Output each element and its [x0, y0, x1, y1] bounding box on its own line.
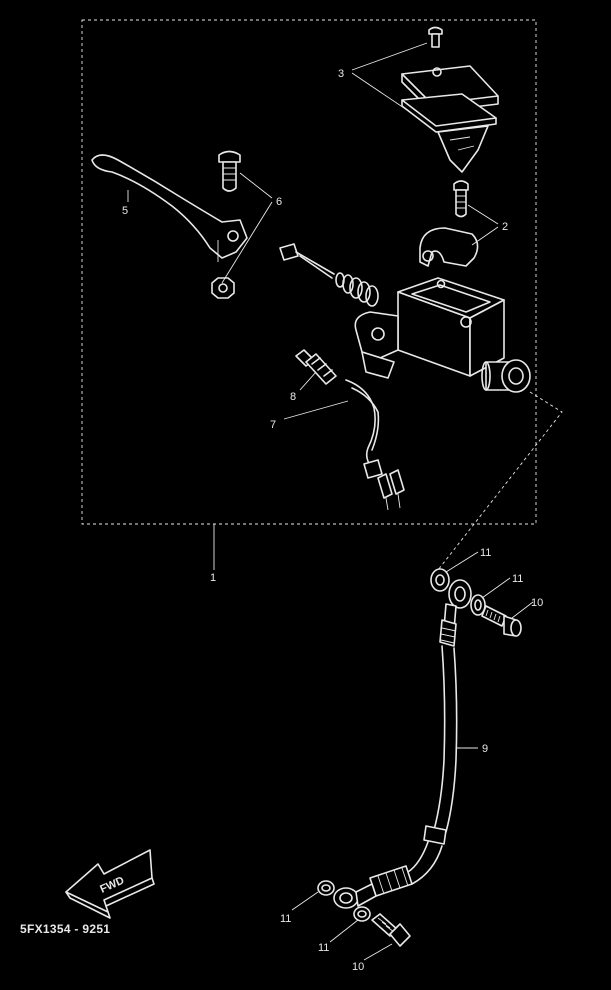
callout-11-upper-b: 11 [512, 573, 523, 585]
lower-union-bolt [371, 913, 411, 947]
callout-10-lower: 10 [352, 961, 364, 973]
pivot-bolt [218, 150, 241, 192]
callout-8: 8 [290, 391, 296, 403]
clamp-bolt [453, 180, 469, 218]
callout-11-lower-b: 11 [318, 942, 329, 954]
callout-7: 7 [270, 419, 276, 431]
upper-crush-washer-b [470, 594, 486, 616]
fwd-direction-arrow: FWD [65, 849, 155, 919]
pivot-nut [211, 277, 235, 299]
callout-1: 1 [210, 572, 216, 584]
master-cylinder-holder [419, 227, 479, 267]
switch-wire-lead [345, 379, 405, 511]
diagram-reference-code: 5FX1354 - 9251 [20, 922, 111, 936]
assembly-boundary-box [81, 19, 537, 525]
lower-banjo-fitting [333, 883, 377, 909]
reservoir-screw [428, 26, 443, 48]
callout-6: 6 [276, 196, 282, 208]
diaphragm-plate [401, 93, 497, 133]
callout-11-lower-a: 11 [280, 913, 291, 925]
callout-5: 5 [122, 205, 128, 217]
callout-11-upper-a: 11 [480, 547, 491, 559]
piston-rod [279, 243, 335, 279]
lower-crush-washer-a [317, 880, 335, 896]
reservoir-cap [401, 65, 499, 113]
callout-9: 9 [482, 743, 488, 755]
diaphragm-boot [437, 125, 489, 173]
cylinder-outlet-port [481, 359, 531, 393]
brake-light-switch [295, 349, 337, 385]
brake-hose [369, 619, 458, 897]
lower-crush-washer-b [353, 906, 371, 922]
callout-2: 2 [502, 221, 508, 233]
callout-10-upper: 10 [531, 597, 543, 609]
callout-3: 3 [338, 68, 344, 80]
upper-crush-washer-a [430, 568, 450, 592]
master-cylinder-body [354, 277, 505, 379]
brake-lever [91, 154, 248, 262]
piston-spring [335, 272, 379, 307]
upper-union-bolt [481, 605, 522, 637]
